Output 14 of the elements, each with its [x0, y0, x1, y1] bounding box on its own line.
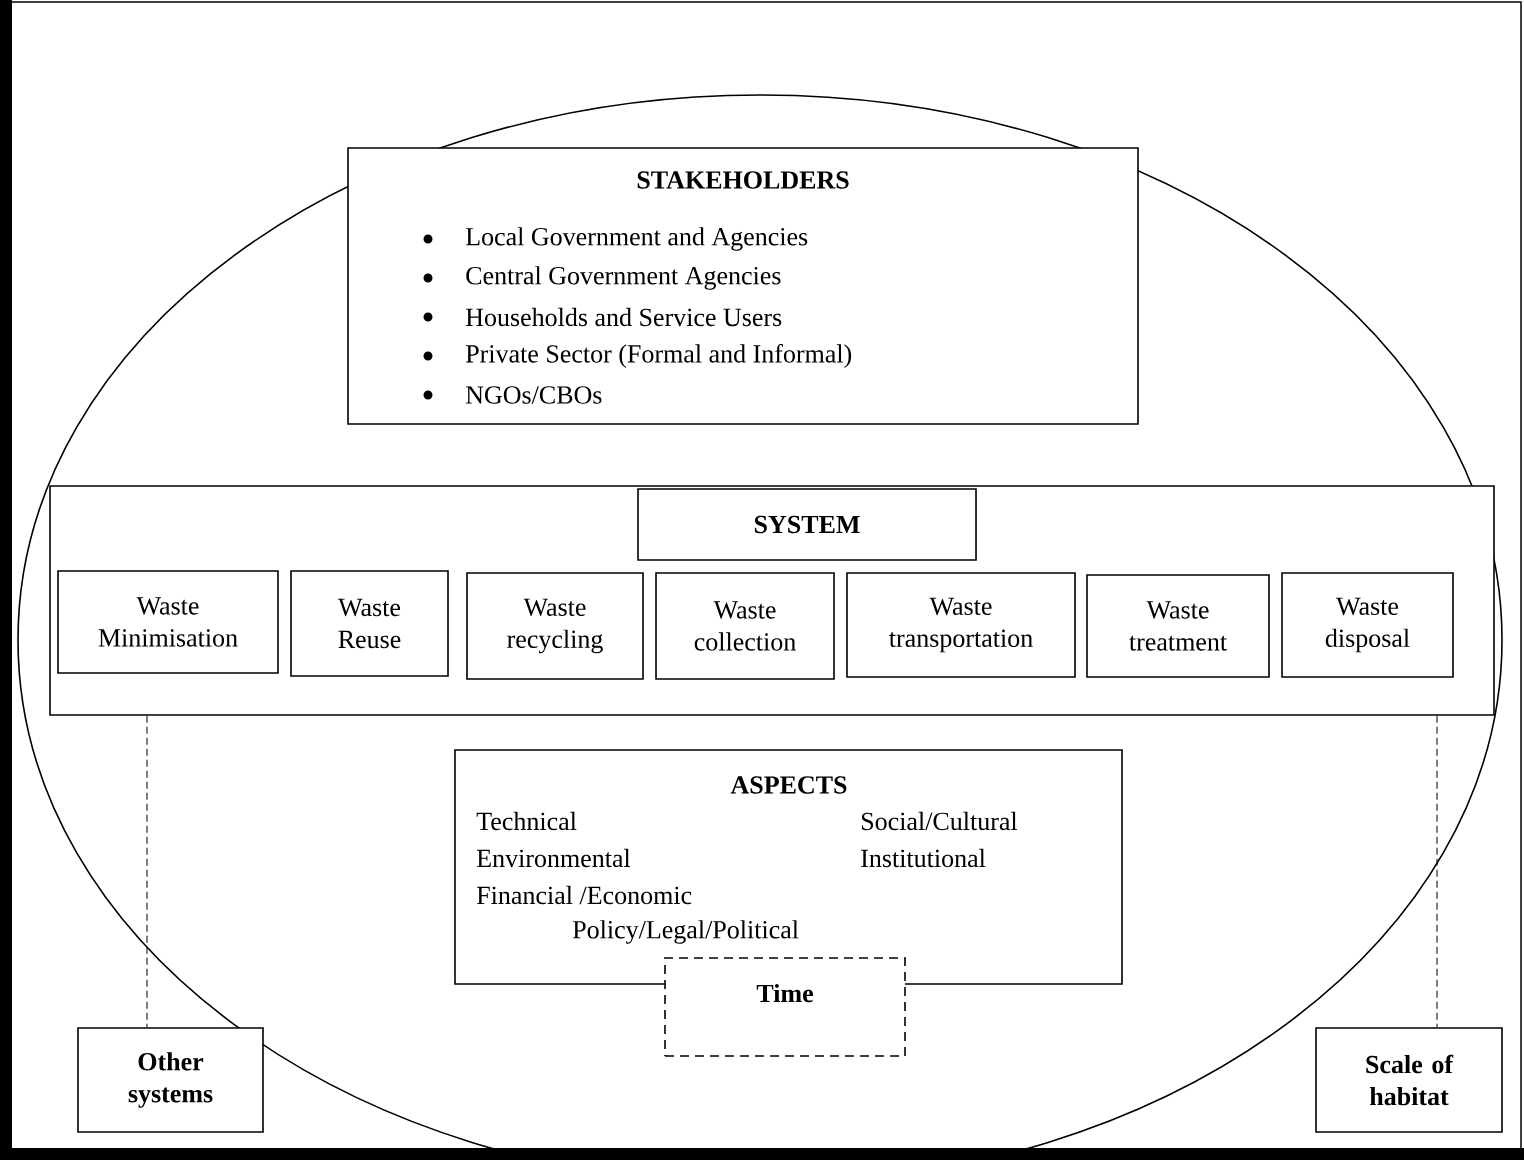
- process-box: Waste collection: [655, 572, 835, 680]
- connector-line: [1436, 715, 1438, 1028]
- heading-box: SYSTEM: [637, 488, 977, 561]
- process-box: Waste disposal: [1281, 572, 1454, 678]
- process-box: Waste transportation: [846, 572, 1076, 678]
- stakeholders-box: STAKEHOLDERS Local Government and Agencies Central Government Agencies Households and Service Users Private Sector (Formal and Informal) NGOs/CBOs: [347, 147, 1139, 425]
- process-box: Waste treatment: [1086, 574, 1270, 678]
- process-box: Waste Reuse: [290, 570, 449, 677]
- process-box: Waste Minimisation: [57, 570, 279, 674]
- dashed-box: Time: [664, 957, 906, 1057]
- connector-line: [146, 715, 148, 1028]
- process-box: Waste recycling: [466, 572, 644, 680]
- outer-box: Scale of habitat: [1315, 1027, 1503, 1133]
- outer-box: Other systems: [77, 1027, 264, 1133]
